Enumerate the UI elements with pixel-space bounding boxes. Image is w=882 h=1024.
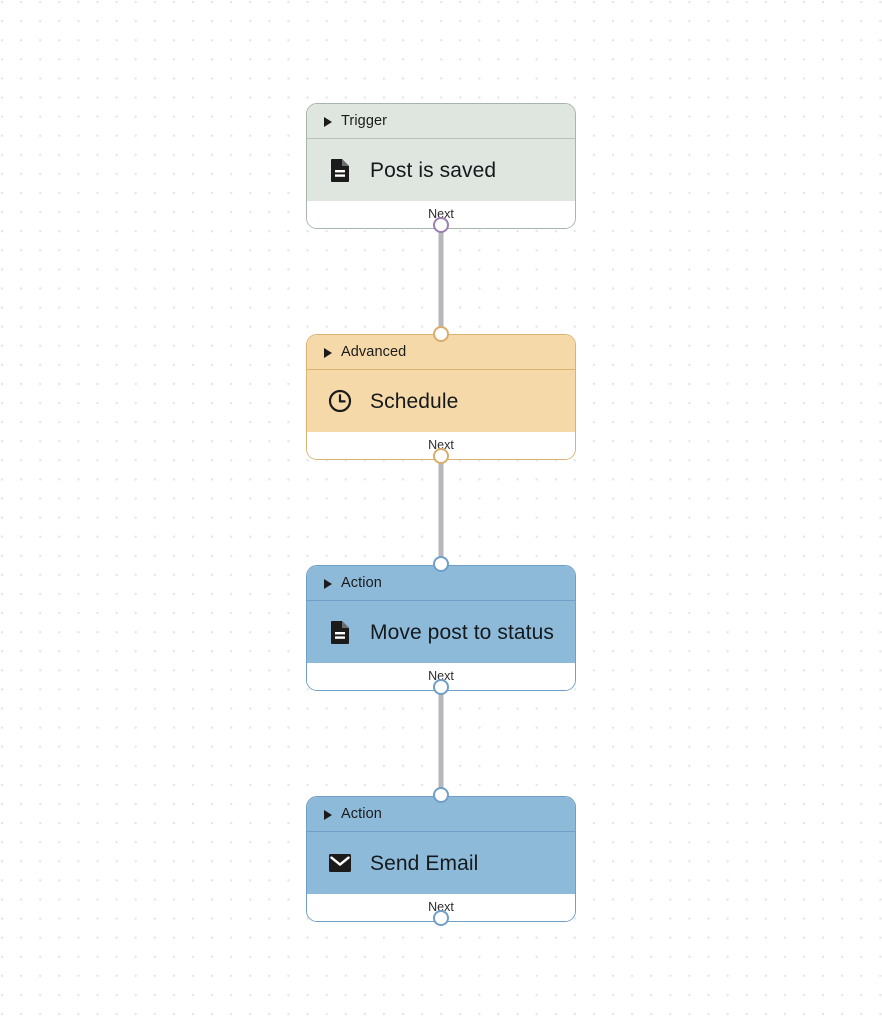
node-title: Send Email bbox=[370, 851, 479, 875]
workflow-node-trigger[interactable]: Trigger Post is saved Next bbox=[306, 103, 576, 229]
node-body-advanced[interactable]: Schedule bbox=[307, 370, 575, 432]
node-body-trigger[interactable]: Post is saved bbox=[307, 139, 575, 201]
disclosure-triangle-icon[interactable] bbox=[324, 116, 332, 127]
node-kind-label: Action bbox=[341, 805, 382, 822]
port-out-trigger[interactable] bbox=[433, 217, 449, 233]
node-title: Move post to status bbox=[370, 620, 554, 644]
port-out-advanced[interactable] bbox=[433, 448, 449, 464]
next-label: Next bbox=[428, 207, 454, 222]
node-kind-label: Advanced bbox=[341, 343, 407, 360]
node-kind-label: Action bbox=[341, 574, 382, 591]
node-title: Schedule bbox=[370, 389, 459, 413]
workflow-node-advanced[interactable]: Advanced Schedule Next bbox=[306, 334, 576, 460]
port-in-action-move[interactable] bbox=[433, 556, 449, 572]
next-label: Next bbox=[428, 438, 454, 453]
node-body-action-move[interactable]: Move post to status bbox=[307, 601, 575, 663]
node-kind-label: Trigger bbox=[341, 112, 388, 129]
document-icon bbox=[328, 620, 352, 644]
envelope-icon bbox=[328, 851, 352, 875]
disclosure-triangle-icon[interactable] bbox=[324, 578, 332, 589]
node-title: Post is saved bbox=[370, 158, 497, 182]
next-label: Next bbox=[428, 669, 454, 684]
disclosure-triangle-icon[interactable] bbox=[324, 809, 332, 820]
port-out-action-email[interactable] bbox=[433, 910, 449, 926]
port-out-action-move[interactable] bbox=[433, 679, 449, 695]
port-in-advanced[interactable] bbox=[433, 326, 449, 342]
node-body-action-email[interactable]: Send Email bbox=[307, 832, 575, 894]
node-header-trigger[interactable]: Trigger bbox=[307, 104, 575, 139]
disclosure-triangle-icon[interactable] bbox=[324, 347, 332, 358]
clock-icon bbox=[328, 389, 352, 413]
document-icon bbox=[328, 158, 352, 182]
port-in-action-email[interactable] bbox=[433, 787, 449, 803]
workflow-node-action-email[interactable]: Action Send Email Next bbox=[306, 796, 576, 922]
workflow-node-action-move[interactable]: Action Move post to status Next bbox=[306, 565, 576, 691]
next-label: Next bbox=[428, 900, 454, 915]
